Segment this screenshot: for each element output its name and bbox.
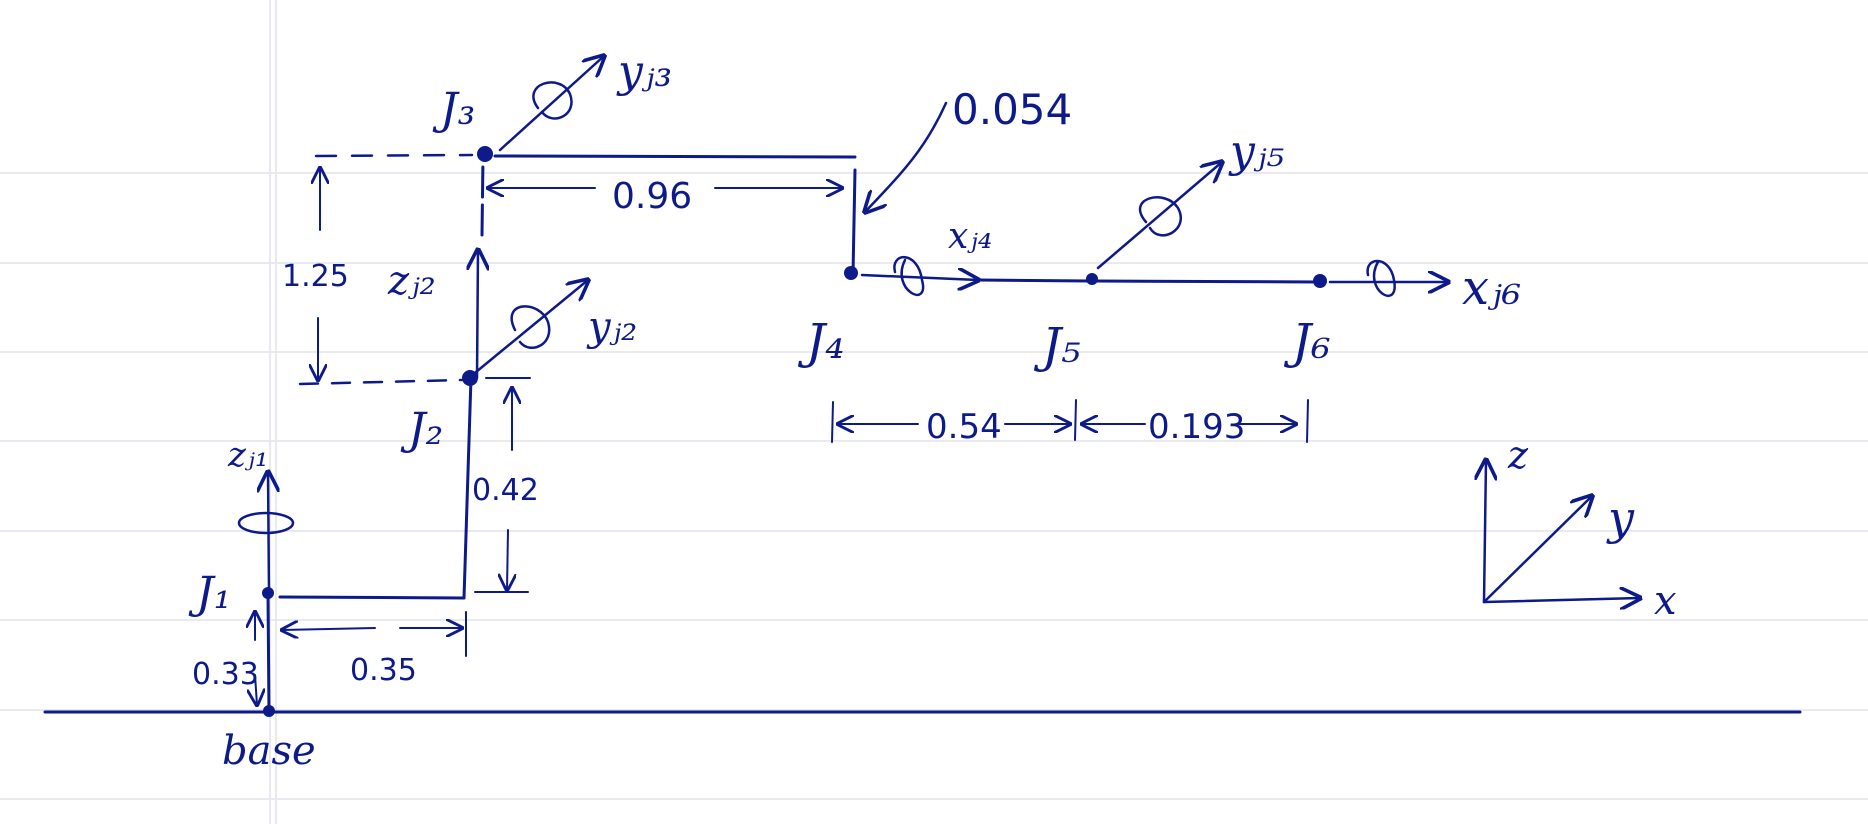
dim-0.35 [282, 611, 467, 657]
link-j3-j4 [493, 154, 857, 276]
label-y-j5: yⱼ₅ [1228, 126, 1284, 177]
label-frame-x: x [1654, 578, 1677, 624]
label-0.054: 0.054 [952, 85, 1072, 134]
joint-j1-dot [262, 587, 274, 599]
x-j4-axis [860, 255, 978, 297]
label-1.25: 1.25 [282, 259, 349, 294]
label-z-j1: zⱼ₁ [227, 435, 269, 475]
label-0.54: 0.54 [926, 407, 1002, 447]
label-frame-z: z [1507, 433, 1529, 477]
label-y-j3: yⱼ₃ [616, 46, 672, 97]
label-0.33: 0.33 [192, 657, 259, 692]
joint-j4-dot [844, 266, 858, 280]
j3-dashed-ref [314, 153, 474, 158]
joint-j2-dot [462, 370, 478, 386]
label-j6: J₆ [1283, 314, 1330, 370]
link-j1-j2 [278, 250, 478, 600]
dim-0.42 [474, 377, 531, 593]
link-base-j1 [237, 472, 295, 714]
j2-dashed-ref [298, 378, 464, 386]
label-j3: J₃ [432, 84, 475, 135]
joint-j3-dot [477, 146, 493, 162]
link-j4-j6 [976, 278, 1320, 284]
label-j2: J₂ [400, 404, 443, 455]
dim-0.054-leader [865, 101, 948, 212]
label-0.42: 0.42 [472, 473, 539, 508]
base-dot [263, 705, 275, 717]
label-x-j4: xⱼ₄ [948, 216, 992, 257]
y-j3-axis [498, 56, 604, 152]
label-0.96: 0.96 [612, 176, 692, 217]
label-j5: J₅ [1033, 318, 1080, 374]
label-frame-y: y [1606, 491, 1635, 545]
label-x-j6: xⱼ₆ [1462, 260, 1521, 316]
joint-j6-dot [1313, 274, 1327, 288]
link-j2-j3 [480, 155, 485, 237]
dim-1.25 [318, 168, 320, 380]
y-j5-axis [1096, 162, 1222, 270]
label-base: base [222, 728, 316, 774]
label-y-j2: yⱼ₂ [586, 304, 637, 350]
reference-frame [1484, 460, 1640, 602]
label-j4: J₄ [797, 314, 844, 370]
dim-0.193 [1074, 399, 1309, 443]
label-j1: J₁ [188, 568, 231, 619]
label-0.193: 0.193 [1148, 407, 1245, 447]
label-0.35: 0.35 [350, 653, 417, 688]
label-z-j2: zⱼ₂ [387, 258, 436, 304]
dim-0.33 [255, 612, 257, 705]
y-j2-axis [474, 280, 588, 374]
dim-0.54 [831, 401, 1070, 443]
joint-j5-dot [1086, 273, 1098, 285]
x-j6-axis [1328, 259, 1448, 298]
